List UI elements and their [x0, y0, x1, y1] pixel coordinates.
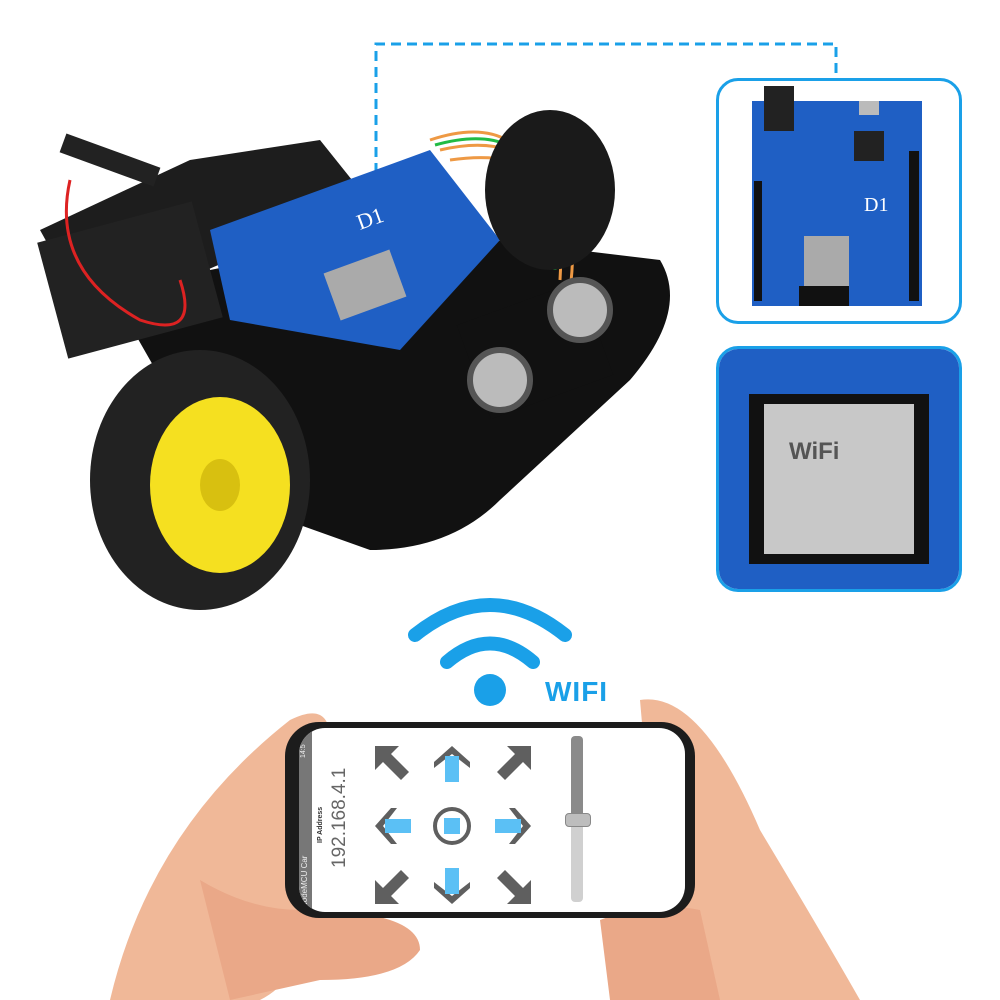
back-right-button[interactable] — [491, 864, 535, 908]
ip-address-input[interactable]: 192.168.4.1 — [329, 767, 350, 868]
right-button[interactable] — [491, 804, 535, 848]
d1-board-closeup-image: D1 — [752, 86, 922, 306]
svg-text:D1: D1 — [864, 194, 888, 216]
wifi-icon — [408, 598, 572, 706]
back-left-button[interactable] — [371, 864, 415, 908]
back-button[interactable] — [430, 864, 474, 908]
d1-board — [210, 150, 500, 350]
stop-button[interactable] — [430, 804, 474, 848]
app-title-bar: NodeMCU Car 14:5 — [299, 728, 312, 912]
board-closeup-panel: D1 — [716, 78, 962, 324]
smartphone: NodeMCU Car 14:5 IP Address 192.168.4.1 — [285, 722, 695, 918]
status-time: 14:5 — [300, 744, 307, 758]
esp-module-closeup-image: WiFi — [719, 349, 959, 589]
forward-button[interactable] — [430, 742, 474, 786]
left-button[interactable] — [371, 804, 415, 848]
car-control-app-screen: NodeMCU Car 14:5 IP Address 192.168.4.1 — [299, 728, 685, 912]
esp-module-panel: WiFi — [716, 346, 962, 592]
app-title: NodeMCU Car — [300, 855, 309, 908]
forward-left-button[interactable] — [371, 742, 415, 786]
speed-slider-thumb[interactable] — [565, 813, 591, 827]
wifi-label: WIFI — [545, 676, 609, 707]
svg-text:WiFi: WiFi — [789, 438, 839, 465]
forward-right-button[interactable] — [491, 742, 535, 786]
robot-car-image: D1 — [37, 110, 670, 610]
ip-label: IP Address — [317, 806, 324, 843]
